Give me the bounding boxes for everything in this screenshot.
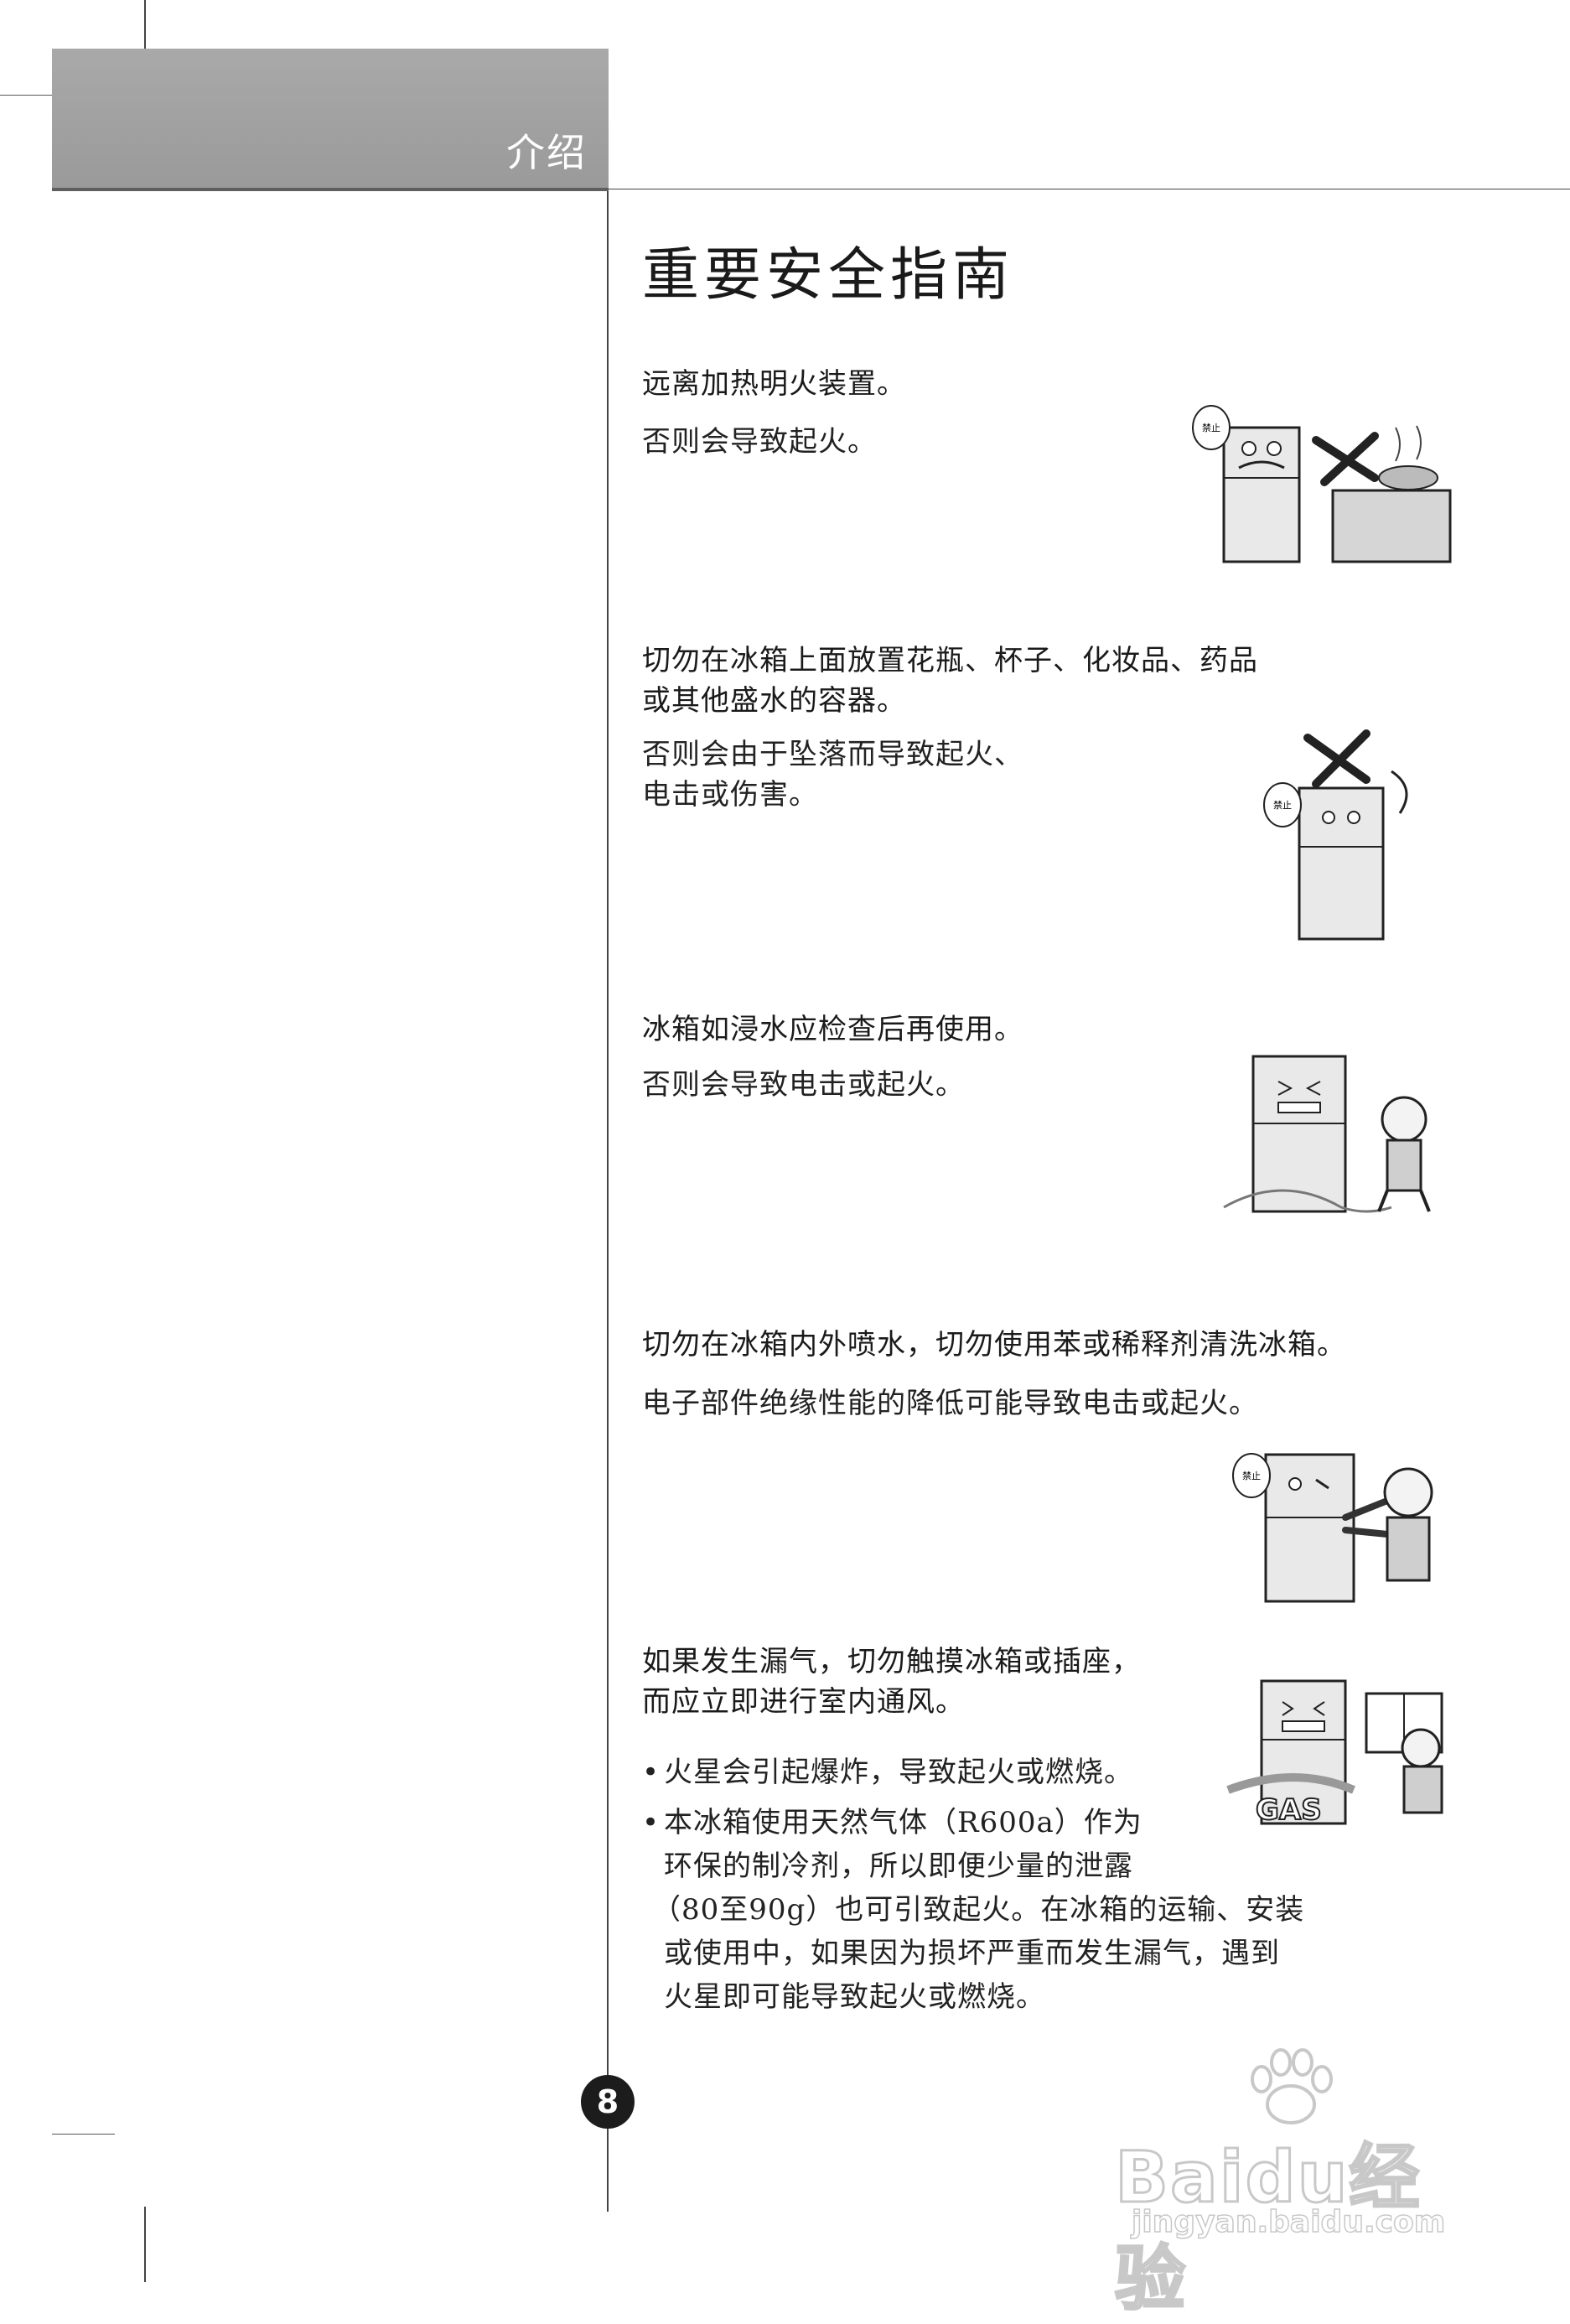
- item-5-heading-line-1: 如果发生漏气，切勿触摸冰箱或插座，: [642, 1645, 1141, 1678]
- crop-mark-top: [144, 0, 146, 49]
- prohibit-sign-1: 禁止: [1202, 423, 1220, 433]
- illustration-flooded-fridge: [1223, 1055, 1431, 1213]
- item-3-body: 否则会导致电击或起火。: [642, 1065, 965, 1105]
- bullet-2-line-1: 本冰箱使用天然气体（R600a）作为: [664, 1806, 1143, 1839]
- item-2-heading: 切勿在冰箱上面放置花瓶、杯子、化妆品、药品 或其他盛水的容器。: [642, 641, 1258, 721]
- item-1-body-line: 否则会导致起火。: [642, 425, 877, 459]
- illustration-fridge-with-vase: 禁止: [1263, 729, 1408, 941]
- item-3-body-line: 否则会导致电击或起火。: [642, 1068, 965, 1102]
- watermark-main-text: Baidu经验: [1114, 2135, 1422, 2321]
- item-4-body-line: 电子部件绝缘性能的降低可能导致电击或起火。: [642, 1387, 1258, 1420]
- item-2-heading-line-1: 切勿在冰箱上面放置花瓶、杯子、化妆品、药品: [642, 644, 1258, 677]
- illustration-fridge-near-stove: 禁止: [1192, 405, 1452, 563]
- bullet-2-line-5: 火星即可能导致起火或燃烧。: [664, 1980, 1045, 2014]
- illustration-gas-leak: GAS: [1226, 1679, 1443, 1828]
- bullet-2-line-2: 环保的制冷剂，所以即便少量的泄露: [664, 1849, 1133, 1883]
- bullet-2-line-3: （80至90g）也可引致起火。在冰箱的运输、安装: [652, 1893, 1305, 1927]
- item-1-heading-line: 远离加热明火装置。: [642, 367, 906, 401]
- bullet-1-line-1: 火星会引起爆炸，导致起火或燃烧。: [664, 1756, 1133, 1789]
- item-1-heading: 远离加热明火装置。: [642, 364, 906, 404]
- item-5-heading: 如果发生漏气，切勿触摸冰箱或插座， 而应立即进行室内通风。: [642, 1642, 1141, 1722]
- item-2-body-line-2: 电击或伤害。: [642, 778, 818, 812]
- section-header-band: 介绍: [52, 49, 609, 191]
- crop-mark-bottom-left: [52, 2134, 115, 2135]
- bullet-dot-icon: •: [642, 1756, 661, 1789]
- section-label: 介绍: [506, 130, 587, 175]
- bullet-item-1: • 火星会引起爆炸，导致起火或燃烧。: [642, 1751, 1133, 1794]
- item-3-heading-line: 冰箱如浸水应检查后再使用。: [642, 1013, 1023, 1046]
- page-divider-line: [607, 49, 609, 2212]
- illustration-spraying-water: 禁止: [1232, 1453, 1433, 1603]
- item-5-heading-line-2: 而应立即进行室内通风。: [642, 1685, 965, 1719]
- item-2-body: 否则会由于坠落而导致起火、 电击或伤害。: [642, 734, 1023, 815]
- item-4-heading: 切勿在冰箱内外喷水，切勿使用苯或稀释剂清洗冰箱。: [642, 1325, 1346, 1365]
- crop-mark-bottom: [144, 2207, 146, 2282]
- item-2-heading-line-2: 或其他盛水的容器。: [642, 684, 906, 718]
- page-title: 重要安全指南: [642, 242, 1015, 309]
- paw-logo-icon: [1251, 2048, 1333, 2124]
- item-2-body-line-1: 否则会由于坠落而导致起火、: [642, 738, 1023, 771]
- gas-sign: GAS: [1256, 1793, 1322, 1827]
- page-number: 8: [581, 2075, 635, 2129]
- bullet-dot-icon: •: [642, 1806, 661, 1839]
- prohibit-sign-2: 禁止: [1273, 800, 1292, 811]
- watermark-url: jingyan.baidu.com: [1131, 2204, 1446, 2240]
- prohibit-sign-3: 禁止: [1242, 1471, 1261, 1481]
- item-4-heading-line: 切勿在冰箱内外喷水，切勿使用苯或稀释剂清洗冰箱。: [642, 1328, 1346, 1362]
- baidu-watermark: Baidu经验 jingyan.baidu.com: [1114, 2046, 1467, 2321]
- bullet-item-2: • 本冰箱使用天然气体（R600a）作为 环保的制冷剂，所以即便少量的泄露 （8…: [642, 1801, 1304, 2019]
- item-4-body: 电子部件绝缘性能的降低可能导致电击或起火。: [642, 1383, 1258, 1424]
- crop-mark-left: [0, 95, 52, 96]
- bullet-2-line-4: 或使用中，如果因为损坏严重而发生漏气，遇到: [664, 1937, 1280, 1970]
- item-3-heading: 冰箱如浸水应检查后再使用。: [642, 1009, 1023, 1050]
- item-1-body: 否则会导致起火。: [642, 422, 877, 462]
